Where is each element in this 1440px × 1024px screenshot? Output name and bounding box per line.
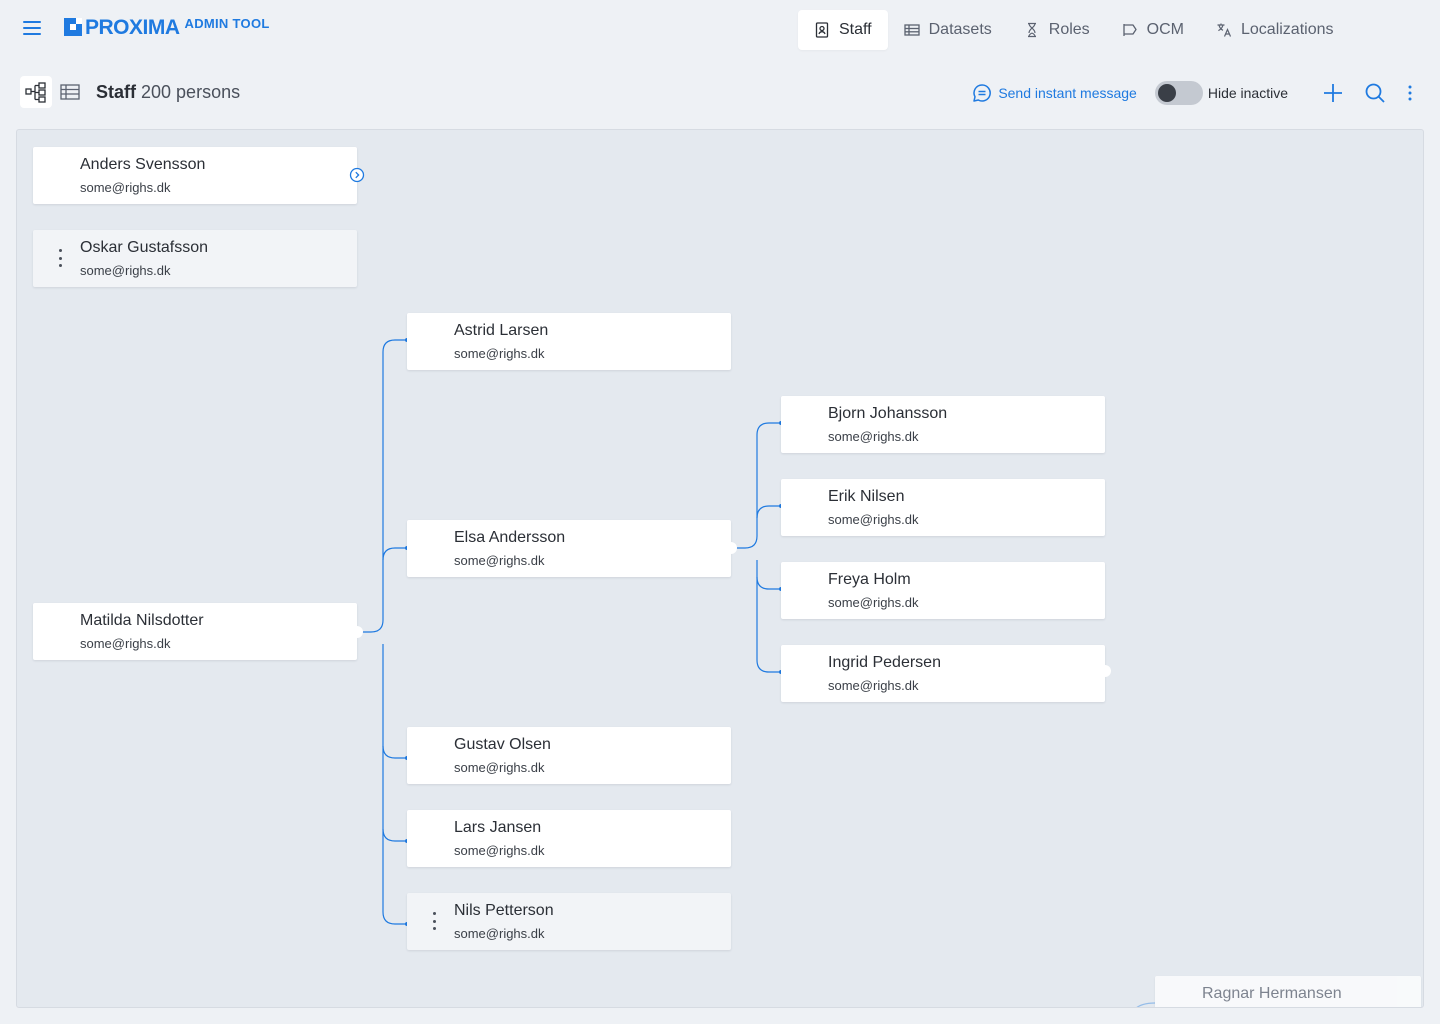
person-card[interactable]: Bjorn Johansson some@righs.dk <box>781 396 1105 453</box>
person-card[interactable]: Nils Petterson some@righs.dk <box>407 893 731 950</box>
person-name: Bjorn Johansson <box>828 405 948 422</box>
person-email: some@righs.dk <box>454 346 545 361</box>
toggle-knob <box>1157 84 1176 102</box>
person-card[interactable]: Freya Holm some@righs.dk <box>781 562 1105 619</box>
list-table-icon <box>60 84 80 100</box>
person-email: some@righs.dk <box>80 180 171 195</box>
brand-subtitle: ADMIN TOOL <box>184 16 270 31</box>
tab-label: Datasets <box>928 21 992 38</box>
logo-mark-icon <box>64 18 82 36</box>
toolbar-actions: Send instant message Hide inactive <box>972 76 1420 110</box>
tab-datasets[interactable]: Datasets <box>888 10 1008 50</box>
person-name: Gustav Olsen <box>454 736 551 753</box>
plus-icon <box>1324 84 1342 102</box>
person-name: Ragnar Hermansen <box>1202 985 1342 1002</box>
person-name: Erik Nilsen <box>828 488 905 505</box>
person-card[interactable]: Matilda Nilsdotter some@righs.dk <box>33 603 363 660</box>
person-email: some@righs.dk <box>454 553 545 568</box>
person-name: Nils Petterson <box>454 902 554 919</box>
chevron-right-circle-icon[interactable] <box>349 167 365 183</box>
org-chart-icon <box>25 82 46 103</box>
top-bar: PROXIMA ADMIN TOOL Staff Datasets Roles … <box>0 0 1440 60</box>
search-icon <box>1365 83 1385 103</box>
person-card[interactable]: Lars Jansen some@righs.dk <box>407 810 731 867</box>
table-icon <box>903 24 920 36</box>
send-message-button[interactable]: Send instant message <box>972 83 1137 103</box>
org-chart-canvas[interactable]: Anders Svensson some@righs.dk Oskar Gust… <box>16 129 1424 1008</box>
person-card[interactable]: Elsa Andersson some@righs.dk <box>407 520 737 577</box>
tab-label: Roles <box>1048 21 1090 38</box>
hide-inactive-label: Hide inactive <box>1207 85 1288 101</box>
tab-label: Localizations <box>1241 21 1334 38</box>
connector-port[interactable] <box>1099 665 1111 677</box>
person-card[interactable]: Gustav Olsen some@righs.dk <box>407 727 731 784</box>
person-email: some@righs.dk <box>454 926 545 941</box>
connector-port[interactable] <box>351 626 363 638</box>
table-view-button[interactable] <box>54 76 86 108</box>
tab-label: Staff <box>839 21 872 38</box>
person-card[interactable]: Anders Svensson some@righs.dk <box>33 147 365 204</box>
person-email: some@righs.dk <box>828 678 919 693</box>
person-name: Elsa Andersson <box>454 529 566 546</box>
person-card[interactable]: Erik Nilsen some@righs.dk <box>781 479 1105 536</box>
page-title: Staff 200 persons <box>96 82 240 103</box>
send-message-label: Send instant message <box>998 85 1137 101</box>
add-button[interactable] <box>1318 78 1348 108</box>
person-email: some@righs.dk <box>454 760 545 775</box>
person-email: some@righs.dk <box>80 263 171 278</box>
person-card[interactable]: Oskar Gustafsson some@righs.dk <box>33 230 357 287</box>
person-name: Freya Holm <box>828 571 911 588</box>
page-title-label: Staff <box>96 82 136 102</box>
tab-roles[interactable]: Roles <box>1008 10 1106 50</box>
ocm-flag-icon <box>1123 24 1137 36</box>
person-card[interactable]: Astrid Larsen some@righs.dk <box>407 313 731 370</box>
roles-icon <box>1027 22 1036 38</box>
person-name: Matilda Nilsdotter <box>80 612 204 629</box>
person-card[interactable]: Ragnar Hermansen <box>1155 976 1421 1007</box>
tab-localizations[interactable]: Localizations <box>1200 10 1350 50</box>
page-toolbar: Staff 200 persons Send instant message H… <box>0 76 1440 110</box>
person-email: some@righs.dk <box>828 429 919 444</box>
person-name: Anders Svensson <box>80 156 206 173</box>
connector-port[interactable] <box>725 542 737 554</box>
person-name: Ingrid Pedersen <box>828 654 941 671</box>
person-card[interactable]: Ingrid Pedersen some@righs.dk <box>781 645 1111 702</box>
person-name: Oskar Gustafsson <box>80 239 209 256</box>
person-email: some@righs.dk <box>80 636 171 651</box>
person-name: Lars Jansen <box>454 819 542 836</box>
drag-handle-icon[interactable] <box>53 248 67 268</box>
tab-staff[interactable]: Staff <box>798 10 888 50</box>
tree-view-button[interactable] <box>20 76 52 108</box>
brand-logo[interactable]: PROXIMA ADMIN TOOL <box>64 15 270 41</box>
person-email: some@righs.dk <box>454 843 545 858</box>
brand-name: PROXIMA <box>85 16 180 39</box>
more-options-button[interactable] <box>1400 78 1420 108</box>
person-email: some@righs.dk <box>828 595 919 610</box>
person-email: some@righs.dk <box>828 512 919 527</box>
drag-handle-icon[interactable] <box>427 911 441 931</box>
tab-ocm[interactable]: OCM <box>1106 10 1200 50</box>
search-button[interactable] <box>1360 78 1390 108</box>
tab-label: OCM <box>1146 21 1184 38</box>
staff-count: 200 persons <box>141 82 241 102</box>
main-tabs: Staff Datasets Roles OCM Localizations <box>798 10 1350 50</box>
kebab-menu-icon <box>1408 85 1412 101</box>
person-name: Astrid Larsen <box>454 322 549 339</box>
hide-inactive-toggle[interactable] <box>1154 81 1203 105</box>
view-toggle <box>20 76 86 108</box>
translate-icon <box>1217 23 1232 37</box>
chat-bubble-icon <box>973 84 992 102</box>
menu-icon[interactable] <box>22 18 42 38</box>
badge-icon <box>815 22 829 38</box>
